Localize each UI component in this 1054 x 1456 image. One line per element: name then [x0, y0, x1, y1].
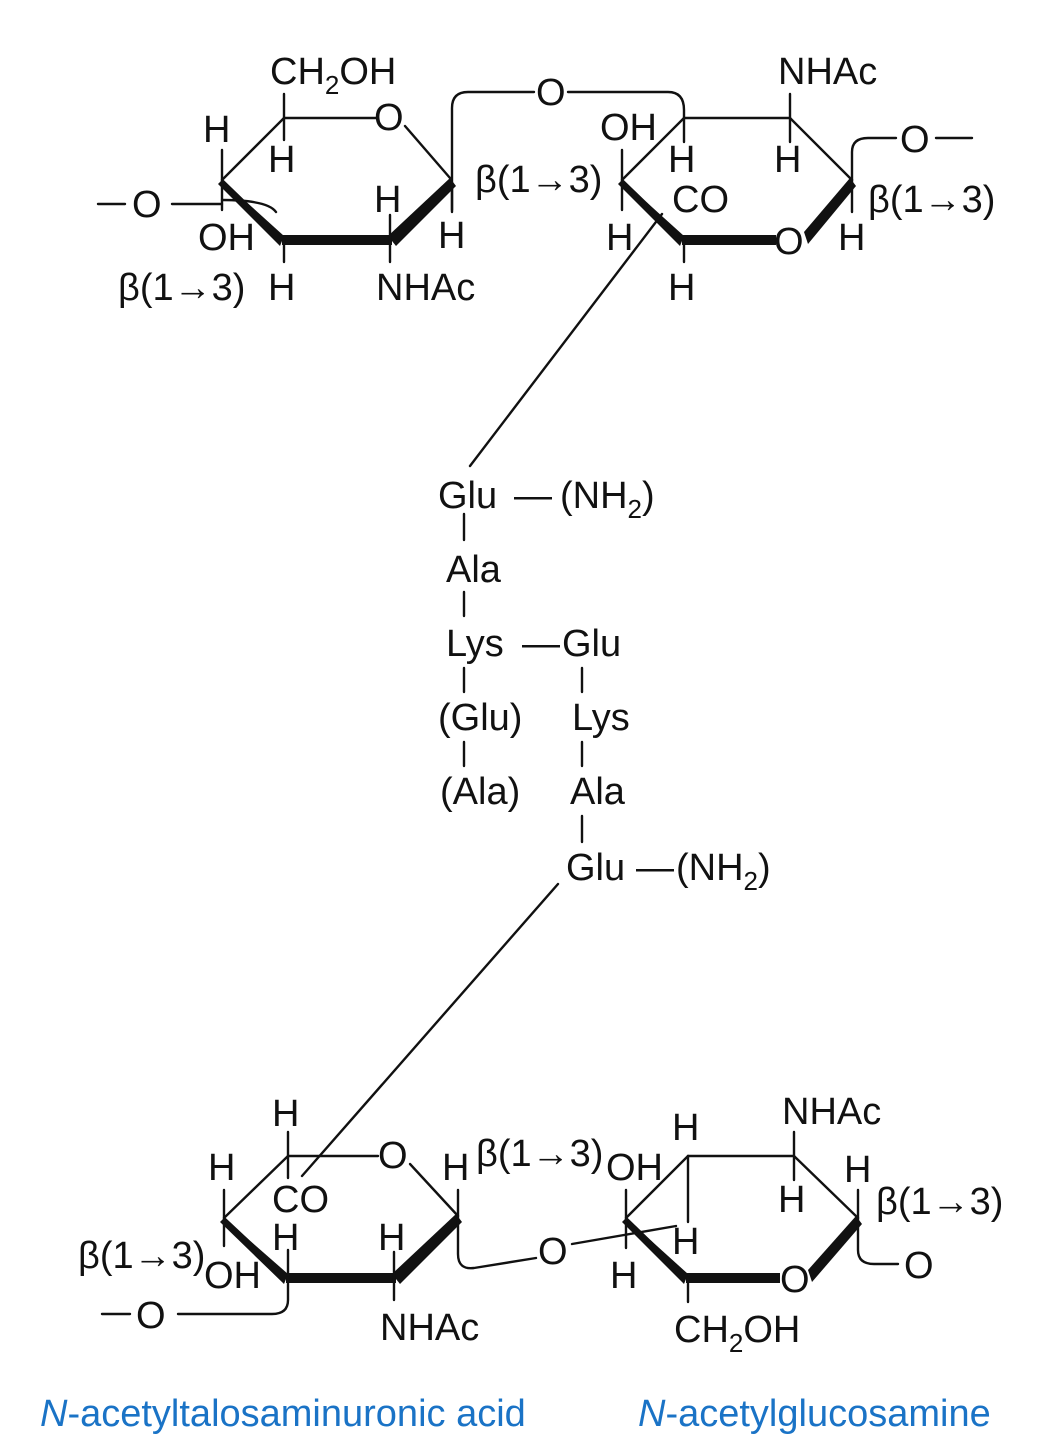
top-left-ch2oh: CH2OH: [270, 51, 396, 100]
bottom-left-h-c5-top: H: [272, 1093, 299, 1135]
top-right-nhac: NHAc: [778, 51, 877, 93]
bottom-right-oh: OH: [606, 1147, 663, 1189]
caption-right: N-acetylglucosamine: [638, 1393, 991, 1435]
bottom-left-beta-link-left: β(1→3): [78, 1235, 205, 1277]
top-glycosidic-bridge-right: [566, 90, 686, 120]
peptide-ala-right: Ala: [570, 771, 626, 813]
peptide-nh2-top: (NH2): [560, 475, 655, 524]
bottom-left-h-c3: H: [272, 1217, 299, 1259]
top-right-co: CO: [672, 179, 729, 221]
bottom-right-sugar-ring: [622, 1130, 900, 1304]
top-right-sugar-ring: [618, 92, 974, 264]
bottom-glycosidic-bridge: [456, 1214, 538, 1270]
bottom-left-oh: OH: [204, 1255, 261, 1297]
top-peptide-link-line: [468, 212, 664, 468]
top-right-ring-oxygen: O: [774, 221, 804, 263]
peptide-nh2-bottom: (NH2): [676, 847, 771, 896]
top-glycosidic-bridge: [450, 90, 536, 212]
bottom-right-h-c4-top: H: [672, 1107, 699, 1149]
caption-left: N-acetyltalosaminuronic acid: [40, 1393, 526, 1435]
bottom-right-h-c1-top: H: [844, 1149, 871, 1191]
peptide-glu-top: Glu: [438, 475, 497, 517]
bottom-bridge-oxygen: O: [538, 1231, 568, 1273]
top-left-sugar-ring: [96, 92, 456, 264]
bottom-bridge-beta-link: β(1→3): [476, 1133, 603, 1175]
bottom-left-co: CO: [272, 1179, 329, 1221]
top-right-beta-link: β(1→3): [868, 179, 995, 221]
top-bridge-beta-link: β(1→3): [475, 159, 602, 201]
top-right-h-c1: H: [838, 217, 865, 259]
peptide-dash-bottom: —: [636, 847, 674, 889]
bottom-right-h-c5: H: [610, 1255, 637, 1297]
peptide-dash-top: —: [514, 475, 552, 517]
top-right-oh: OH: [600, 107, 657, 149]
bottom-right-beta-link: β(1→3): [876, 1181, 1003, 1223]
top-left-h-c5: H: [268, 139, 295, 181]
bottom-left-h-c2: H: [378, 1217, 405, 1259]
top-left-oxygen-link: O: [132, 184, 162, 226]
peptide-ala-top: Ala: [446, 549, 502, 591]
top-right-h-c3: H: [668, 139, 695, 181]
bottom-left-nhac: NHAc: [380, 1307, 479, 1349]
bottom-left-ring-oxygen: O: [378, 1135, 408, 1177]
top-right-h-c5: H: [668, 267, 695, 309]
top-left-h-c3: H: [268, 267, 295, 309]
top-left-h-c1: H: [438, 215, 465, 257]
top-left-h-c2: H: [374, 179, 401, 221]
bottom-right-nhac: NHAc: [782, 1091, 881, 1133]
bottom-right-oxygen-link: O: [904, 1245, 934, 1287]
bottom-left-h-c4: H: [208, 1147, 235, 1189]
top-right-h-c2: H: [774, 139, 801, 181]
bottom-right-h-c3: H: [672, 1221, 699, 1263]
bottom-right-ring-oxygen: O: [780, 1259, 810, 1301]
peptide-glu-right: Glu: [562, 623, 621, 665]
top-right-oxygen-link: O: [900, 119, 930, 161]
peptide-glu-optional: (Glu): [438, 697, 522, 739]
bottom-right-h-c2: H: [778, 1179, 805, 1221]
peptide-bridge: [462, 512, 584, 844]
top-left-ring-oxygen: O: [374, 97, 404, 139]
peptide-dash-middle: —: [522, 623, 560, 665]
bottom-glycosidic-bridge-right: [570, 1224, 678, 1246]
bottom-right-ch2oh: CH2OH: [674, 1309, 800, 1358]
peptide-ala-optional: (Ala): [440, 771, 520, 813]
top-right-h-c4: H: [606, 217, 633, 259]
top-left-h-c4: H: [203, 109, 230, 151]
top-bridge-oxygen: O: [536, 72, 566, 114]
bottom-left-sugar-ring: [100, 1130, 462, 1316]
peptide-lys-right: Lys: [572, 697, 630, 739]
top-left-beta-link: β(1→3): [118, 267, 245, 309]
bottom-left-h-c1: H: [442, 1147, 469, 1189]
bottom-left-oxygen-link: O: [136, 1295, 166, 1337]
peptide-lys-left: Lys: [446, 623, 504, 665]
bottom-peptide-link-line: [300, 882, 560, 1178]
top-left-nhac: NHAc: [376, 267, 475, 309]
peptide-glu-bottom: Glu: [566, 847, 625, 889]
top-left-oh: OH: [198, 217, 255, 259]
